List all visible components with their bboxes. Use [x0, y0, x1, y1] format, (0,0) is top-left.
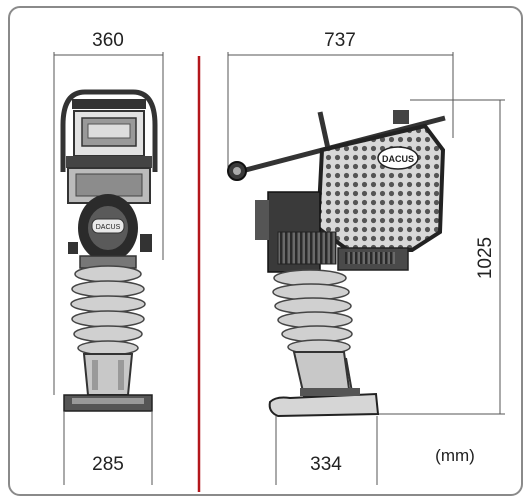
- front-foot: [63, 394, 153, 412]
- side-top-width-label: 737: [324, 30, 356, 51]
- unit-label: (mm): [435, 446, 475, 465]
- side-bellows: [272, 269, 353, 355]
- side-foot: [268, 388, 380, 418]
- side-base-width-label: 334: [310, 454, 342, 475]
- side-dacus-badge: DACUS: [382, 154, 414, 164]
- side-height-label: 1025: [475, 237, 496, 279]
- front-bellows: [70, 265, 146, 356]
- front-handle: [60, 89, 158, 172]
- side-engine: [255, 191, 409, 273]
- side-engine-cover: DACUS: [315, 123, 446, 252]
- front-view: 360 DACUS: [53, 30, 164, 485]
- front-engine: DACUS: [67, 167, 152, 269]
- front-dacus-badge: DACUS: [96, 224, 121, 231]
- front-leg: [82, 353, 134, 396]
- front-top-width-label: 360: [92, 30, 124, 51]
- side-view: 737 1025 DACUS: [227, 30, 505, 485]
- front-base-width-label: 285: [92, 454, 124, 475]
